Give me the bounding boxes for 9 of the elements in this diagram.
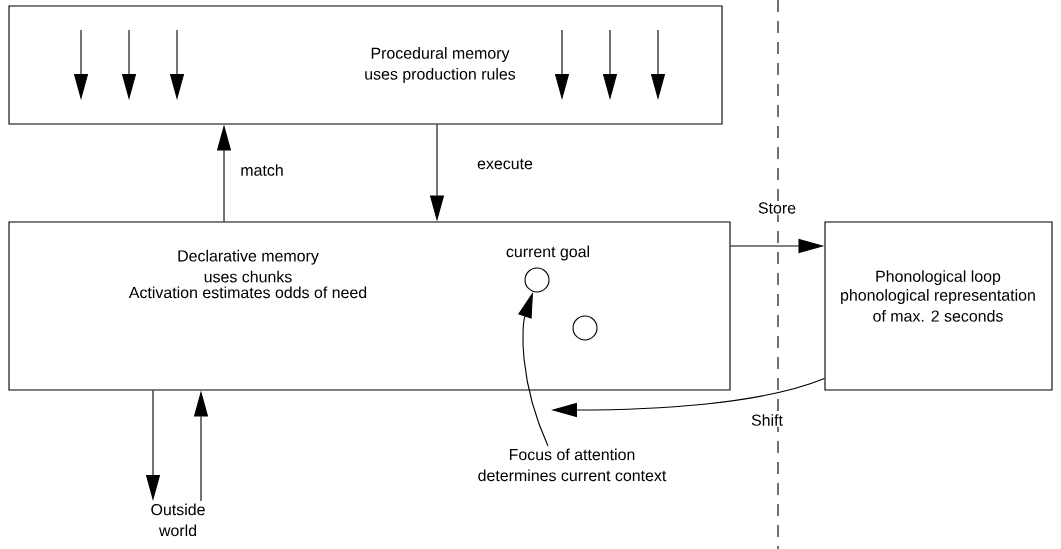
annotation-text: Outside world bbox=[151, 503, 205, 537]
circle-marker bbox=[572, 315, 598, 341]
edge-label: execute bbox=[476, 157, 534, 171]
memory-box: Phonological loop phonological representation of max. 2 seconds bbox=[824, 221, 1053, 391]
edge-label: match bbox=[239, 163, 285, 177]
edge-label: Shift bbox=[750, 413, 784, 427]
annotation-text: Focus of attention determines current context bbox=[478, 448, 667, 482]
edge-label: Store bbox=[756, 201, 798, 215]
memory-box: Procedural memory uses production rules bbox=[8, 5, 723, 125]
